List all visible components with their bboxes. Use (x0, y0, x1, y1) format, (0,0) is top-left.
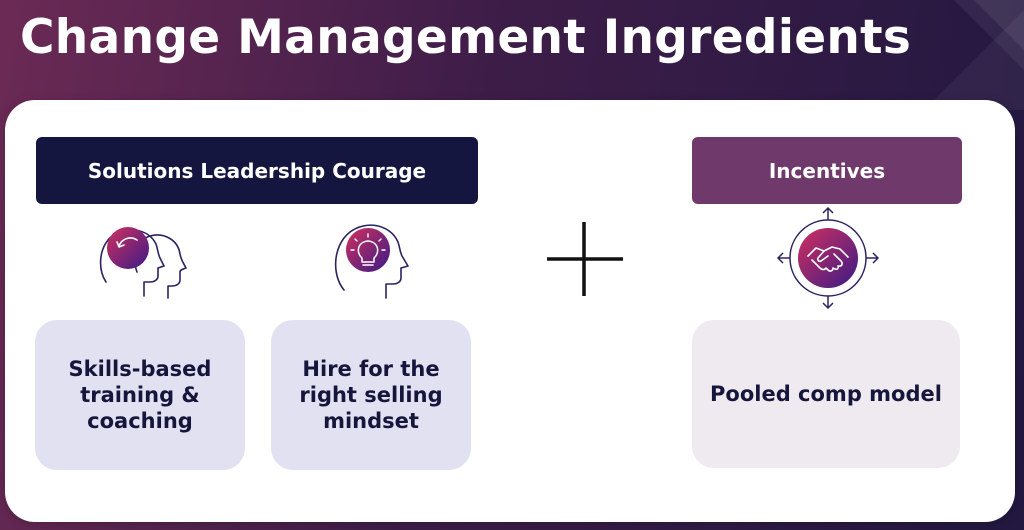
card-skills-based-training: Skills-based training & coaching (35, 320, 245, 470)
page-title: Change Management Ingredients (20, 10, 912, 65)
card-text: Skills-based training & coaching (68, 357, 212, 433)
handshake-icon (776, 206, 880, 310)
banner-label: Solutions Leadership Courage (87, 158, 427, 183)
card-hire-right-mindset: Hire for the right selling mindset (271, 320, 471, 470)
plus-icon (547, 222, 623, 296)
card-pooled-comp-model: Pooled comp model (692, 320, 960, 468)
card-text: Hire for the right selling mindset (299, 357, 443, 433)
banner-solutions-leadership-courage: Solutions Leadership Courage (36, 137, 478, 204)
lightbulb-head-icon (334, 224, 409, 299)
coaching-heads-icon (99, 227, 187, 299)
banner-label: Incentives (768, 158, 886, 183)
banner-incentives: Incentives (692, 137, 962, 204)
card-text: Pooled comp model (710, 382, 942, 406)
header-decoration (884, 0, 1024, 110)
